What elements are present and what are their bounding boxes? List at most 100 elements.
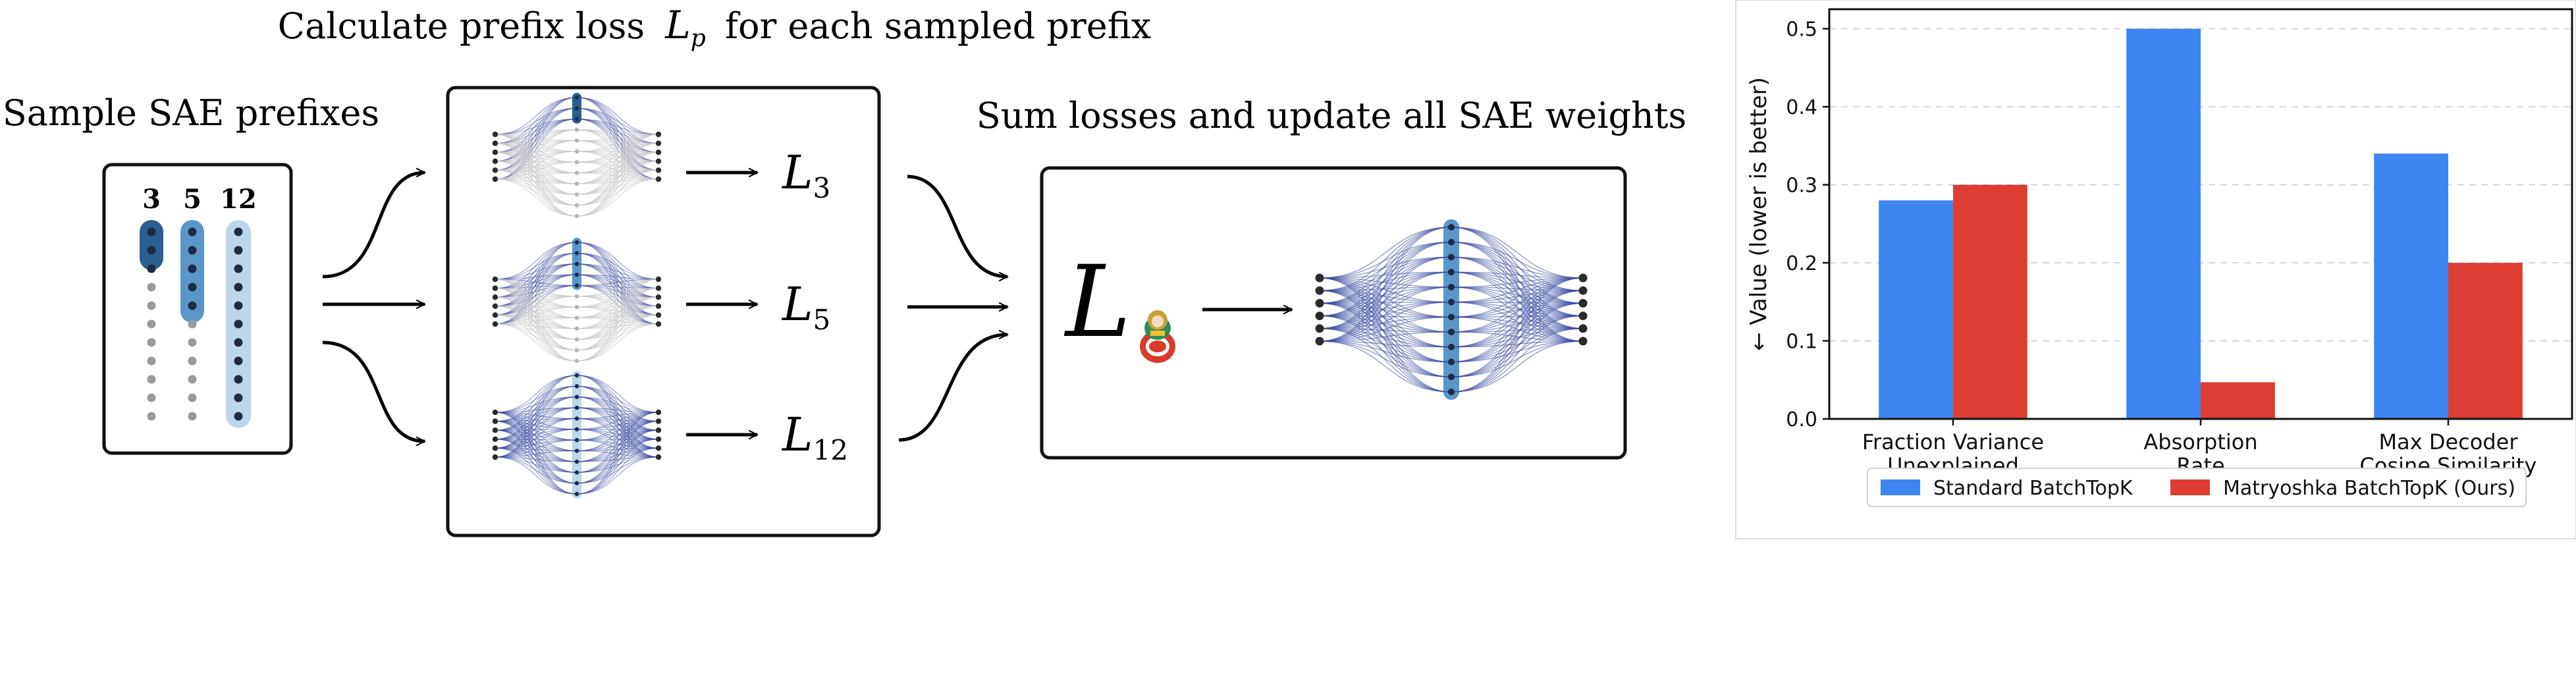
encoder-connection [1319,315,1452,363]
encoder-connection [495,450,577,458]
latent-node [574,315,579,320]
decoder-connection [1451,302,1584,363]
encoder-connection [1319,316,1452,342]
output-node [655,167,662,173]
encoder-connection [1319,256,1452,317]
latent-node [1448,343,1455,350]
encoder-connection [1319,316,1452,329]
prefix-unit-dot [188,338,197,347]
decoder-connection [1451,315,1584,377]
decoder-connection [1451,271,1584,304]
latent-node [574,470,579,475]
decoder-connection [1451,328,1584,333]
encoder-connection [495,140,577,180]
y-tick-label: 0.3 [1786,175,1817,198]
encoder-connection [1319,290,1452,393]
encoder-connection [495,447,577,495]
prefix-unit-dot [234,246,243,255]
prefix-network-3 [492,93,662,219]
encoder-connection [495,97,577,171]
decoder-connection [1451,277,1584,363]
encoder-connection [495,439,577,495]
encoder-connection [1319,277,1452,303]
decoder-connection [1451,242,1584,342]
encoder-connection [1319,287,1452,317]
decoder-connection [576,396,659,458]
latent-node [574,95,579,100]
prefix-unit-dot [234,393,243,402]
latent-node [574,358,579,364]
encoder-connection [495,306,577,325]
encoder-connection [1319,271,1452,342]
encoder-connection [1319,242,1452,291]
input-node [492,436,498,442]
encoder-connection [1319,315,1452,393]
encoder-connection [1319,290,1452,363]
x-tick-label: Fraction Variance [1862,429,2044,454]
decoder-connection [1451,256,1584,291]
curved-arrow-icon [322,173,425,279]
encoder-connection [1319,277,1452,288]
encoder-connection [1319,277,1452,333]
decoder-connection [1451,328,1584,377]
encoder-connection [1319,287,1452,304]
decoder-connection [1451,328,1584,348]
input-node [1315,312,1324,321]
decoder-connection [1451,242,1584,317]
encoder-connection [1319,331,1452,342]
decoder-connection [1451,277,1584,288]
loss-12: L12 [781,408,848,466]
input-node [492,321,498,327]
loss-symbol: L [781,146,813,200]
latent-node [574,272,579,277]
input-node [1315,324,1324,333]
encoder-connection [495,439,577,458]
encoder-connection [1319,277,1452,348]
input-node [1315,337,1324,346]
encoder-connection [1319,328,1452,363]
prefix-unit-dot [147,301,156,310]
decoder-connection [1451,290,1584,377]
input-node [492,294,498,300]
encoder-connection [1319,328,1452,333]
encoder-connection [1319,290,1452,318]
latent-node [574,395,579,399]
encoder-connection [1319,277,1452,393]
latent-node [574,117,579,121]
decoder-connection [1451,277,1584,393]
latent-node [574,106,579,111]
decoder-connection [576,439,659,495]
prefix-loss-box: L3 L5 L12 [446,86,881,537]
encoder-connection [495,375,577,458]
encoder-connection [1319,302,1452,363]
full-sae-network [1315,219,1588,400]
latent-node [574,491,579,497]
sum-losses-box: L [1040,166,1627,460]
prefix-unit-dot [188,301,197,310]
prefix-unit-dot [147,375,156,384]
output-node [655,176,662,182]
output-node [655,150,662,155]
prefix-unit-dot [147,393,156,402]
bar [2126,28,2201,420]
encoder-connection [1319,242,1452,342]
decoder-connection [1451,341,1584,377]
decoder-connection [1451,256,1584,279]
latent-node [574,437,579,443]
decoder-connection [576,375,659,449]
decoder-connection [1451,287,1584,342]
encoder-connection [1319,301,1452,329]
encoder-connection [1319,302,1452,318]
input-node [492,303,498,309]
output-node [655,131,662,138]
latent-node [574,337,579,342]
decoder-connection [1451,301,1584,342]
decoder-connection [576,447,659,495]
input-node [492,445,498,451]
decoder-connection [1451,227,1584,291]
encoder-connection [1319,328,1452,393]
active-prefix-highlight [1443,219,1459,400]
prefix-network-12 [492,371,662,499]
decoder-connection [576,97,659,171]
